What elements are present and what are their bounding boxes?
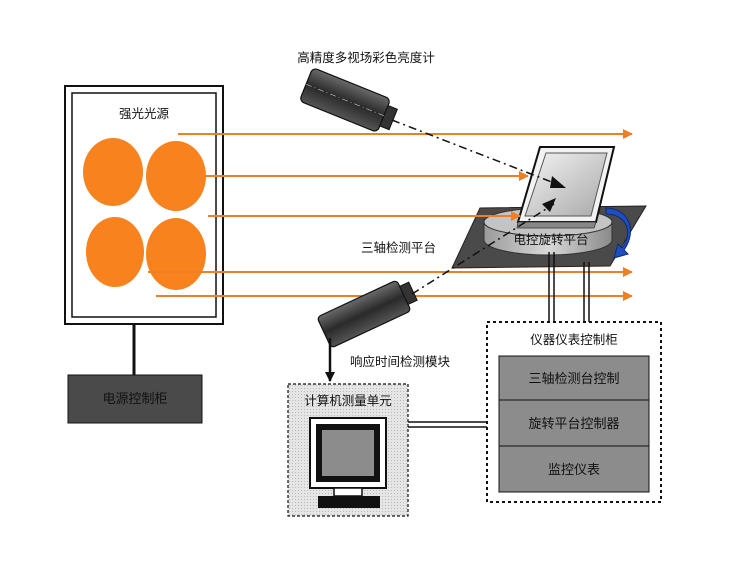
response-axis-arrowhead xyxy=(542,198,556,212)
panel-monitor-label: 监控仪表 xyxy=(548,463,600,478)
rotation-arrow-icon xyxy=(605,207,631,259)
panel-rotary-controller xyxy=(498,399,650,447)
light-emitter-bottom-left xyxy=(86,217,144,287)
computer-unit-label: 计算机测量单元 xyxy=(304,393,392,408)
panel-triaxial-label: 三轴检测台控制 xyxy=(528,372,619,387)
panel-triaxial-control xyxy=(498,355,650,401)
computer-monitor-icon xyxy=(309,417,387,508)
luminance-meter-icon xyxy=(300,68,398,132)
platform-cabinet-connection xyxy=(548,252,590,322)
power-cabinet xyxy=(67,374,203,424)
rotary-platform-label: 电控旋转平台 xyxy=(513,232,588,247)
response-module-icon xyxy=(317,280,418,348)
light-emitter-bottom-right xyxy=(146,218,206,290)
triaxial-platform-label: 三轴检测平台 xyxy=(361,240,436,255)
response-module-label: 响应时间检测模块 xyxy=(350,354,451,369)
computer-cabinet-connection xyxy=(408,421,487,428)
instrument-cabinet-label: 仪器仪表控制柜 xyxy=(530,332,618,347)
optical-axis-arrowhead xyxy=(550,176,566,188)
light-emitter-top-left xyxy=(83,138,143,206)
light-emitter-top-right xyxy=(146,141,206,211)
light-emitters xyxy=(83,138,206,290)
cabinet-panels: 三轴检测台控制 旋转平台控制器 监控仪表 xyxy=(498,355,650,493)
power-cabinet-label: 电源控制柜 xyxy=(102,392,167,407)
light-source-box xyxy=(64,85,224,325)
panel-rotary-label: 旋转平台控制器 xyxy=(528,417,619,432)
display-under-test xyxy=(516,146,616,229)
light-source-label: 强光光源 xyxy=(119,106,170,121)
response-axis-line xyxy=(411,203,555,295)
light-rays xyxy=(148,129,633,301)
optical-axis-line xyxy=(391,119,563,187)
panel-monitor xyxy=(498,445,650,493)
luminance-meter-label: 高精度多视场彩色亮度计 xyxy=(297,50,435,65)
